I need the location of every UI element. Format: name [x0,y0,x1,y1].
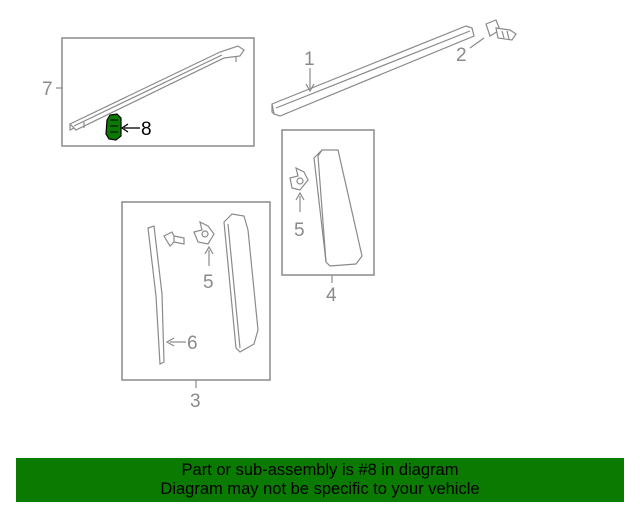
arrow-5b [204,245,214,255]
callout-5b: 5 [203,272,214,293]
part-6-weatherstrip[interactable] [147,225,165,365]
callout-1: 1 [304,49,315,70]
banner-line-1: Part or sub-assembly is #8 in diagram [181,461,459,479]
part-5-clip-lower[interactable] [193,220,215,245]
callout-2: 2 [456,45,467,66]
parts-diagram: 1 2 7 8 5 4 6 [42,19,517,412]
callout-4: 4 [326,285,337,306]
part-1-molding[interactable] [271,25,475,117]
callout-3: 3 [190,391,201,412]
info-banner: Part or sub-assembly is #8 in diagram Di… [16,458,624,502]
part-4-pillar-garnish[interactable] [313,149,363,267]
leader-2 [469,37,485,49]
part-7-molding[interactable] [68,45,245,131]
callout-6: 6 [187,333,198,354]
part-2-screw[interactable] [485,19,517,41]
arrow-1 [305,83,315,93]
part-3-pillar-garnish[interactable] [223,213,259,353]
banner-line-2: Diagram may not be specific to your vehi… [160,480,480,498]
callout-8: 8 [141,119,152,140]
part-8-clip[interactable] [105,113,122,141]
arrow-6 [165,337,175,347]
callout-5a: 5 [294,220,305,241]
arrow-5a [295,191,305,201]
screw-small[interactable] [163,231,185,247]
part-5-clip-upper[interactable] [289,166,309,191]
callout-7: 7 [42,79,53,100]
arrow-8 [120,123,129,133]
